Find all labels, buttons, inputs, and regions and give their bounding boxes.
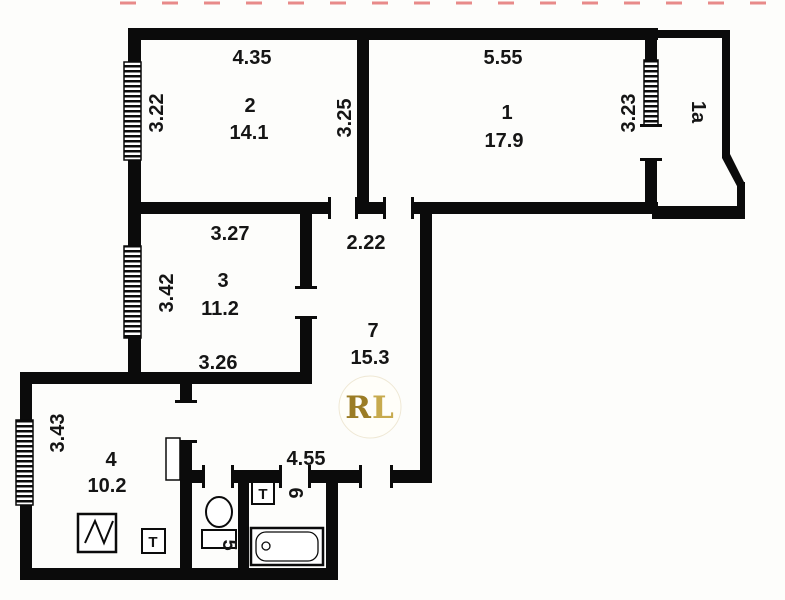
door-tick-room2-a (328, 197, 331, 219)
dim-room1-top: 5.55 (484, 47, 523, 69)
door-tick-balcony-b (640, 158, 662, 161)
watermark-letter-l: L (372, 390, 395, 426)
door-tick-entrance-a (359, 465, 362, 488)
door-tick-room4-a (175, 400, 197, 403)
room4-door-leaf (165, 437, 181, 481)
wall-balcony-right (722, 30, 730, 158)
door-tick-entrance-b (390, 465, 393, 488)
window-room2 (123, 61, 142, 161)
wall-balcony-bottom (652, 206, 745, 219)
door-tick-room1-b (411, 197, 414, 219)
labels: 4.35 2 14.1 3.22 3.25 5.55 1 17.9 3.23 1… (47, 47, 709, 551)
door-tick-room2-b (355, 197, 358, 219)
room-number-balcony: 1a (687, 101, 709, 124)
dim-hall-width: 4.55 (287, 448, 326, 470)
wall-band2-r3-bottom-r4-top (20, 372, 312, 384)
room-area-4: 10.2 (88, 475, 127, 497)
wall-r7-right (420, 214, 432, 483)
door-ticks (175, 124, 662, 488)
towel-rail-letter-2: T (258, 486, 267, 503)
toilet-icon (201, 496, 237, 549)
bathtub-icon (249, 526, 325, 567)
wall-balcony-top (657, 30, 730, 38)
dim-room3-left: 3.42 (156, 274, 178, 313)
dim-room7-top: 2.22 (347, 232, 386, 254)
door-tick-room4-b (175, 440, 197, 443)
watermark-text: RL (345, 390, 395, 426)
window-room4 (15, 419, 34, 506)
door-tick-room5-a (202, 465, 205, 488)
windows (15, 59, 659, 506)
wall-midband-seg-a (128, 202, 329, 214)
wall-r1-balcony-seg-b (645, 160, 657, 208)
wall-r5-r6-divider (238, 483, 249, 568)
wall-r4-right-seg-b (180, 442, 192, 568)
wall-bath-right (326, 470, 338, 580)
wall-midband-seg-c (413, 202, 658, 214)
wall-left-lower-seg-b (20, 505, 32, 580)
window-room3 (123, 245, 142, 339)
wall-r4-right-seg-a (180, 384, 192, 402)
dim-room1-right: 3.23 (618, 94, 640, 133)
fixtures (76, 437, 325, 567)
wall-r1-balcony-seg-a (645, 40, 657, 60)
dim-room3-bottom: 3.26 (199, 352, 238, 374)
room-area-2: 14.1 (230, 122, 269, 144)
towel-rail-box-1 (141, 528, 166, 554)
towel-rail-box-2 (251, 481, 275, 505)
wall-balcony-lower-right (737, 182, 745, 214)
door-tick-room6-a (279, 465, 282, 488)
dim-room2-right: 3.25 (334, 99, 356, 138)
room-number-5: 5 (218, 539, 240, 550)
wall-bottom-exterior (20, 568, 338, 580)
watermark-logo: RL (338, 375, 402, 439)
room-number-6: 6 (284, 487, 306, 498)
wall-balcony-diagonal (722, 154, 745, 188)
wall-midband-seg-b (357, 202, 385, 214)
wall-bathband-seg-b (233, 470, 280, 483)
dim-room3-top: 3.27 (211, 223, 250, 245)
room-number-4: 4 (105, 449, 117, 471)
wall-r3-corridor-seg-a (300, 214, 312, 288)
room-number-2: 2 (244, 95, 255, 117)
room-number-7: 7 (367, 320, 378, 342)
towel-rail-letter-1: T (148, 534, 157, 551)
wall-bathband-seg-a (192, 470, 203, 483)
walls (20, 28, 745, 580)
room-area-7: 15.3 (351, 347, 390, 369)
room-area-1: 17.9 (485, 130, 524, 152)
door-tick-room6-b (308, 465, 311, 488)
wall-divider-r2-r1 (357, 40, 369, 202)
room-number-3: 3 (217, 270, 228, 292)
wall-left-seg-a (128, 28, 141, 62)
stove-icon (76, 512, 118, 554)
door-tick-room1-a (383, 197, 386, 219)
dim-room4-left: 3.43 (47, 414, 69, 453)
dim-room2-top: 4.35 (233, 47, 272, 69)
door-tick-room3-b (295, 316, 317, 319)
door-tick-room3-a (295, 286, 317, 289)
dim-room2-left: 3.22 (146, 94, 168, 133)
door-tick-room5-b (231, 465, 234, 488)
room-number-1: 1 (501, 102, 512, 124)
room-area-3: 11.2 (201, 298, 239, 320)
wall-r3-corridor-seg-b (300, 318, 312, 384)
watermark-circle (338, 375, 402, 439)
door-tick-balcony-a (640, 124, 662, 127)
wall-left-lower-seg-a (20, 372, 32, 420)
watermark-letter-r: R (345, 390, 372, 426)
wall-top-main (128, 28, 658, 40)
window-room1-balcony (643, 59, 659, 127)
